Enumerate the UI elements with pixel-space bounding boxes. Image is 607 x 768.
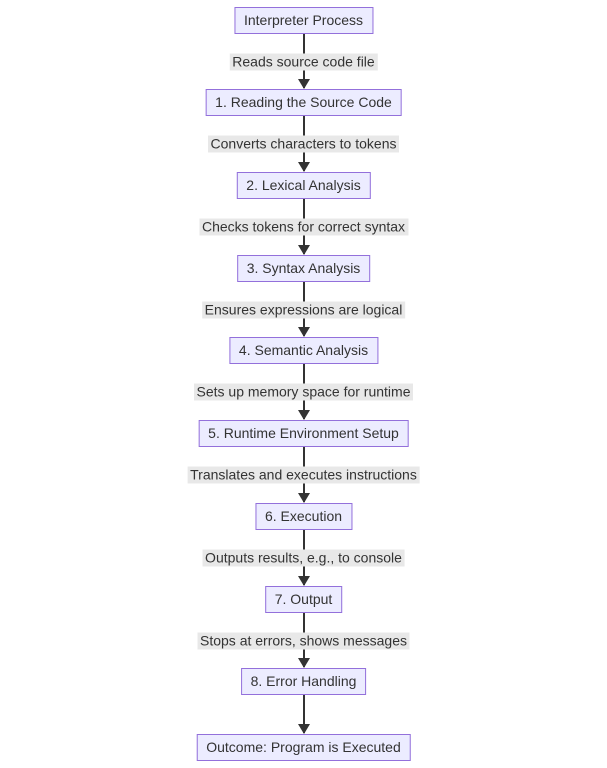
edge-step3-to-step4: Ensures expressions are logical bbox=[0, 282, 607, 337]
arrowhead-icon bbox=[297, 658, 310, 668]
node-reading-source-code: 1. Reading the Source Code bbox=[205, 89, 402, 116]
node-syntax-analysis: 3. Syntax Analysis bbox=[236, 255, 371, 282]
node-lexical-analysis: 2. Lexical Analysis bbox=[236, 172, 371, 199]
edge-label: Translates and executes instructions bbox=[187, 466, 420, 484]
arrowhead-icon bbox=[297, 410, 310, 420]
arrowhead-icon bbox=[297, 162, 310, 172]
arrowhead-icon bbox=[297, 576, 310, 586]
node-outcome: Outcome: Program is Executed bbox=[196, 734, 411, 761]
arrowhead-icon bbox=[297, 327, 310, 337]
arrowhead-icon bbox=[297, 79, 310, 89]
node-runtime-environment-setup: 5. Runtime Environment Setup bbox=[198, 420, 409, 447]
edge-step7-to-step8: Stops at errors, shows messages bbox=[0, 613, 607, 668]
arrowhead-icon bbox=[297, 245, 310, 255]
edge-start-to-step1: Reads source code file bbox=[0, 34, 607, 89]
edge-label: Converts characters to tokens bbox=[207, 135, 400, 153]
arrowhead-icon bbox=[297, 724, 310, 734]
node-execution: 6. Execution bbox=[254, 503, 353, 530]
node-interpreter-process: Interpreter Process bbox=[233, 7, 374, 34]
edge-label: Ensures expressions are logical bbox=[201, 301, 406, 318]
edge-step6-to-step7: Outputs results, e.g., to console bbox=[0, 530, 607, 586]
edge-label: Reads source code file bbox=[229, 53, 378, 70]
edge-step1-to-step2: Converts characters to tokens bbox=[0, 116, 607, 172]
edge-label: Stops at errors, shows messages bbox=[197, 632, 410, 649]
arrowhead-icon bbox=[297, 493, 310, 503]
edge-step4-to-step5: Sets up memory space for runtime bbox=[0, 364, 607, 420]
edge-step2-to-step3: Checks tokens for correct syntax bbox=[0, 199, 607, 255]
edge-line bbox=[302, 695, 305, 733]
edge-label: Checks tokens for correct syntax bbox=[198, 218, 409, 236]
node-output: 7. Output bbox=[264, 586, 343, 613]
node-error-handling: 8. Error Handling bbox=[240, 668, 367, 695]
edge-label: Outputs results, e.g., to console bbox=[202, 549, 405, 567]
edge-label: Sets up memory space for runtime bbox=[193, 383, 414, 401]
edge-step8-to-outcome bbox=[0, 695, 607, 734]
node-semantic-analysis: 4. Semantic Analysis bbox=[228, 337, 379, 364]
edge-step5-to-step6: Translates and executes instructions bbox=[0, 447, 607, 503]
